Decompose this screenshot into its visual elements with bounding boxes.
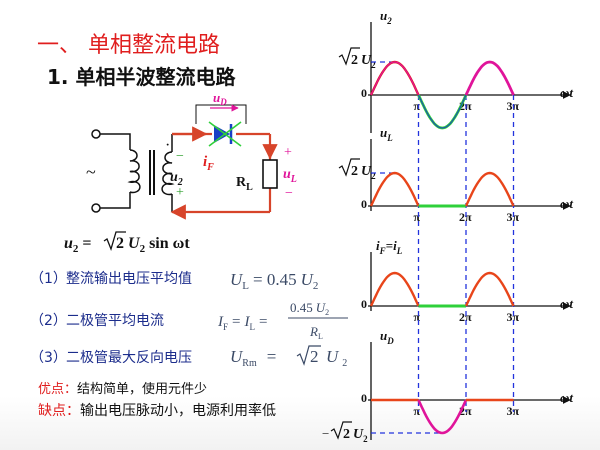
rectified-pulse <box>369 171 420 207</box>
label-uL: uL <box>283 167 297 185</box>
label-uD: uD <box>213 90 227 107</box>
secondary-plus: + <box>176 185 184 200</box>
secondary-minus: − <box>176 149 184 164</box>
y-axis-label: uL <box>380 125 393 143</box>
item-2-label: 二极管平均电流 <box>66 313 164 329</box>
load-plus: + <box>284 145 292 160</box>
u2-positive-overlay <box>370 61 420 96</box>
x-axis-label: ωt <box>560 296 573 311</box>
x-axis-label: ωt <box>560 390 573 405</box>
source-terminal-bottom <box>91 203 101 213</box>
item-1-label: 整流输出电压平均值 <box>66 271 192 287</box>
origin-label: 0 <box>361 86 367 100</box>
u2-positive-half-2 <box>464 60 515 96</box>
primary-wire <box>100 133 131 209</box>
uD-bracket <box>195 104 247 124</box>
advantage-note: 优点：结构简单，使用元件少 <box>38 381 207 397</box>
u2-positive-half <box>369 60 420 96</box>
svg-text:2: 2 <box>343 427 350 442</box>
secondary-coil <box>161 151 175 196</box>
tick-label: π <box>414 404 421 418</box>
ac-source-symbol: ~ <box>86 162 96 182</box>
rectified-pulse <box>369 271 420 307</box>
tick-label: π <box>414 99 421 113</box>
subsection-title: 1. 单相半波整流电路 <box>47 65 236 89</box>
svg-text:U2: U2 <box>361 53 376 70</box>
label-RL: RL <box>236 175 253 193</box>
item-1-number: （1） <box>30 271 67 287</box>
load-minus: − <box>285 186 293 201</box>
svg-text:U2: U2 <box>361 164 376 181</box>
u2-negative-overlay <box>418 94 467 129</box>
label-iF: iF <box>203 154 214 173</box>
x-axis-label: ωt <box>560 85 573 100</box>
svg-text:URm=: URm= <box>230 347 276 369</box>
svg-text:2: 2 <box>310 347 319 366</box>
section-title: 一、 单相整流电路 <box>37 33 220 58</box>
y-axis-label: uD <box>380 328 394 346</box>
rectified-pulse <box>464 271 515 307</box>
svg-text:−: − <box>322 426 329 441</box>
svg-text:u2 =: u2 = <box>64 235 92 255</box>
y-axis-label: u2 <box>380 8 392 26</box>
origin-label: 0 <box>361 197 367 211</box>
svg-text:2: 2 <box>351 53 358 68</box>
svg-text:2: 2 <box>116 235 124 252</box>
source-terminal-top <box>91 129 101 139</box>
item-3-number: （3） <box>30 350 67 366</box>
tick-label: π <box>414 210 421 224</box>
disadvantage-note: 缺点：输出电压脉动小，电源利用率低 <box>38 402 276 419</box>
source-voltage-formula: u2 = 2 U2 sin ωt <box>64 231 190 255</box>
primary-coil <box>127 149 141 194</box>
svg-text:U2: U2 <box>326 347 347 369</box>
svg-text:U2 sin ωt: U2 sin ωt <box>128 235 190 255</box>
label-u2: u2 <box>170 170 183 188</box>
winding-dot: · <box>165 137 170 154</box>
circuit-diagram: ~ · − + u2 uD iF RL <box>86 90 297 220</box>
origin-label: 0 <box>361 391 367 405</box>
svg-text:IF=IL=: IF=IL= <box>217 314 267 332</box>
item-3-label: 二极管最大反向电压 <box>66 350 192 366</box>
load-resistor <box>262 159 278 189</box>
diode-reverse-voltage <box>417 399 468 435</box>
y-axis-label: iF=iL <box>376 238 403 256</box>
waveform-panel-3: iF=iL 0 ωt π 2π 3π <box>361 238 573 324</box>
tick-label: 2π <box>459 310 472 324</box>
rectified-pulse <box>464 171 515 207</box>
tick-label: π <box>414 310 421 324</box>
svg-text:RL: RL <box>309 324 323 341</box>
origin-label: 0 <box>361 297 367 311</box>
svg-text:U2: U2 <box>353 427 368 444</box>
diode-symbol <box>208 121 242 147</box>
tick-label: 3π <box>507 310 520 324</box>
item-2-number: （2） <box>30 313 67 329</box>
x-axis-label: ωt <box>560 196 573 211</box>
svg-text:2: 2 <box>351 164 358 179</box>
